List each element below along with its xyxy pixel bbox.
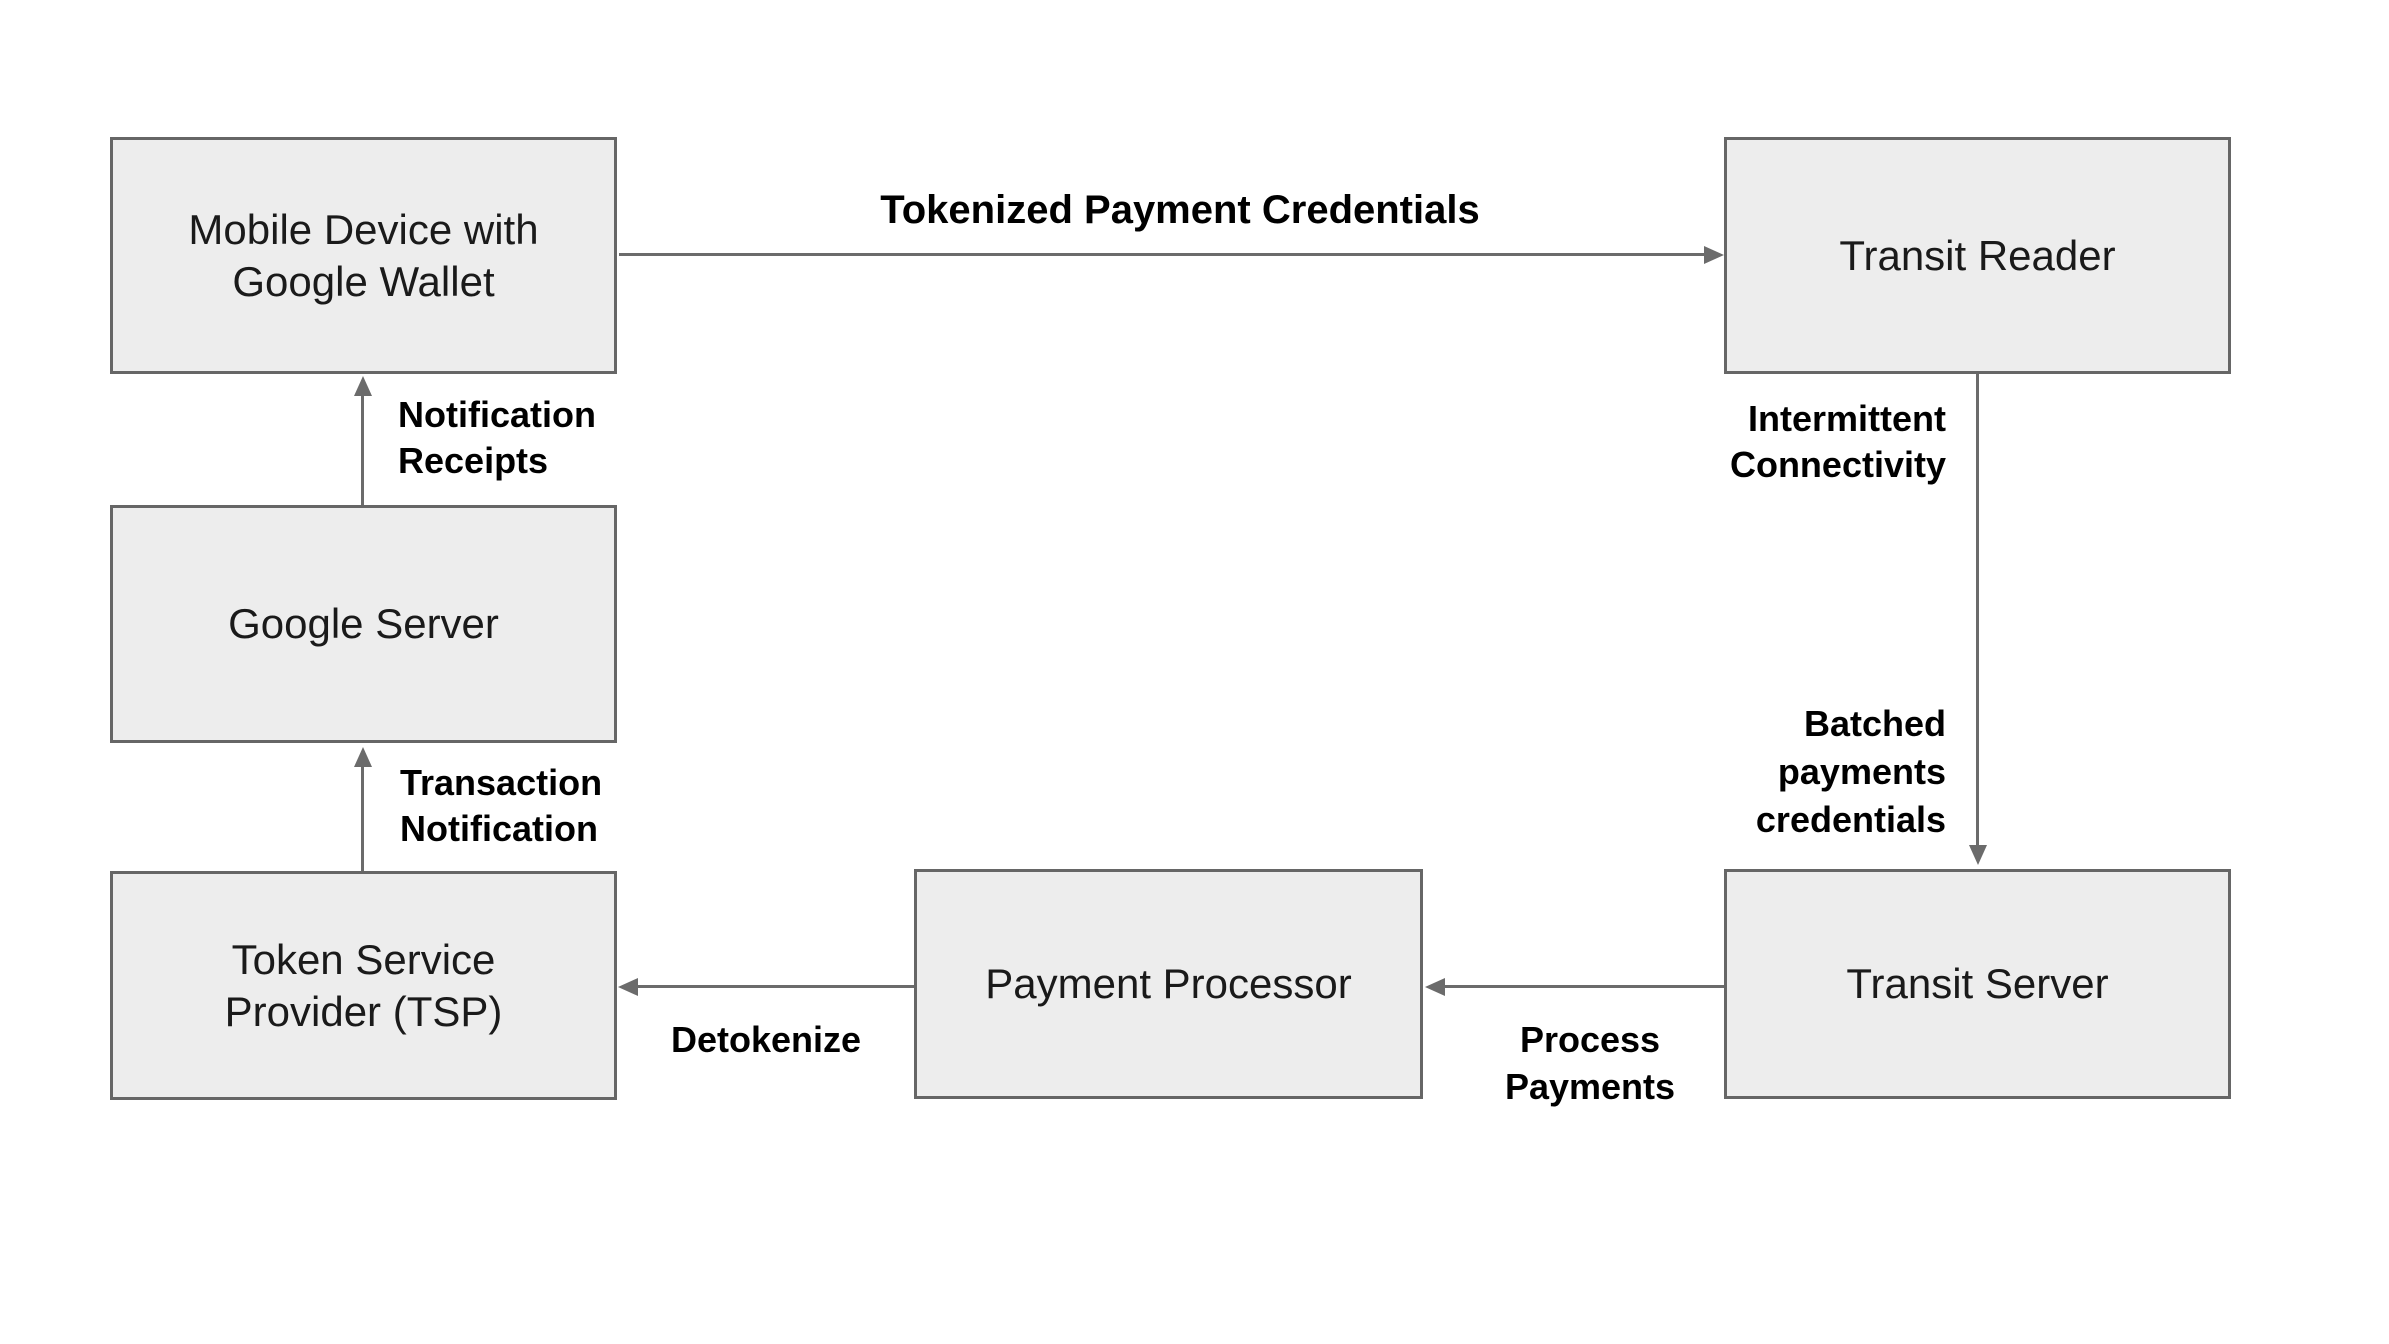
node-payment-processor-label: Payment Processor: [985, 960, 1352, 1007]
arrowhead-left-icon: [1425, 978, 1445, 996]
edge-detokenize-label: Detokenize: [670, 1019, 862, 1060]
node-transit-reader: Transit Reader: [1724, 137, 2231, 374]
node-transit-server: Transit Server: [1724, 869, 2231, 1099]
edge-notification-receipts-line: [361, 394, 364, 505]
node-transit-server-label: Transit Server: [1846, 960, 2109, 1007]
node-tsp-label: Token Service Provider (TSP): [224, 935, 503, 1035]
arrowhead-left-icon: [618, 978, 638, 996]
edge-tokenized-label: Tokenized Payment Credentials: [880, 188, 1480, 232]
node-tsp: Token Service Provider (TSP): [110, 871, 617, 1100]
arrowhead-down-icon: [1969, 845, 1987, 865]
edge-batched-payments-label: Batched payments credentials: [1755, 703, 1946, 840]
edge-detokenize-line: [638, 985, 914, 988]
arrowhead-up-icon: [354, 747, 372, 767]
node-mobile-device-label: Mobile Device with Google Wallet: [188, 205, 539, 305]
arrowhead-right-icon: [1704, 246, 1724, 264]
edge-tokenized-line: [619, 253, 1706, 256]
edge-transaction-notification-line: [361, 765, 364, 871]
edge-process-payments-label: Process Payments: [1504, 1019, 1676, 1107]
node-mobile-device: Mobile Device with Google Wallet: [110, 137, 617, 374]
node-google-server-label: Google Server: [228, 600, 499, 647]
edge-intermittent-connectivity-label: Intermittent Connectivity: [1729, 398, 1946, 485]
edge-reader-to-server-line: [1976, 374, 1979, 847]
edge-notification-receipts-label: Notification Receipts: [398, 394, 596, 481]
edge-process-payments-line: [1445, 985, 1724, 988]
node-google-server: Google Server: [110, 505, 617, 743]
node-transit-reader-label: Transit Reader: [1839, 231, 2116, 279]
arrowhead-up-icon: [354, 376, 372, 396]
edge-transaction-notification-label: Transaction Notification: [400, 762, 603, 849]
node-payment-processor: Payment Processor: [914, 869, 1423, 1099]
